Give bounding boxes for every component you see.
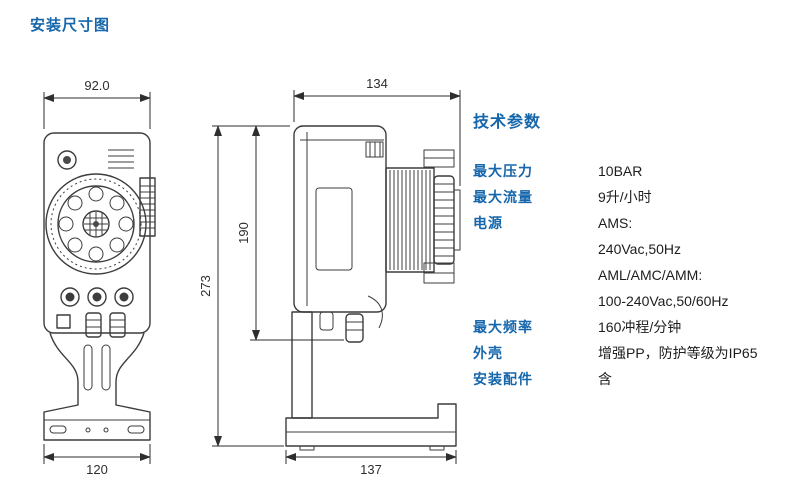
spec-row-max-flow: 最大流量 9升/小时 (473, 184, 803, 210)
specs-heading: 技术参数 (473, 114, 542, 131)
front-view-drawing (43, 132, 156, 441)
pump-body-front (43, 132, 151, 334)
mounting-bracket-front (43, 332, 151, 441)
spec-row-housing: 外壳 增强PP，防护等级为IP65 (473, 340, 803, 366)
spec-value: 含 (598, 371, 612, 387)
spec-row-mounting-kit: 安装配件 含 (473, 366, 803, 392)
side-base-depth-dimension: 137 (360, 462, 382, 477)
button-left-icon (60, 287, 80, 307)
spec-row-max-frequency: 最大频率 160冲程/分钟 (473, 314, 803, 340)
total-height-dimension: 273 (198, 275, 213, 297)
spec-label: 最大流量 (473, 189, 533, 205)
spec-row-power-cont-2: AML/AMC/AMM: (473, 262, 803, 288)
spec-row-max-pressure: 最大压力 10BAR (473, 158, 803, 184)
spec-label: 最大压力 (473, 163, 533, 179)
side-view-drawing (285, 125, 461, 451)
button-center-icon (87, 287, 107, 307)
tech-specs-panel: 技术参数 最大压力 10BAR 最大流量 9升/小时 电源 AMS: 240Va… (473, 108, 803, 392)
spec-value: 160冲程/分钟 (598, 319, 682, 335)
side-top-depth-dimension: 134 (366, 76, 388, 91)
dimension-drawing: 92.0 120 134 137 273 190 (43, 76, 461, 477)
spec-label: 外壳 (473, 345, 503, 361)
injection-valve (345, 313, 364, 343)
spec-row-power-cont-1: 240Vac,50Hz (473, 236, 803, 262)
base-foot-side (285, 403, 457, 447)
spec-label: 电源 (473, 215, 503, 231)
front-base-width-dimension: 120 (86, 462, 108, 477)
spec-row-power: 电源 AMS: (473, 210, 803, 236)
spec-row-power-cont-3: 100-240Vac,50/60Hz (473, 288, 803, 314)
dimension-labels: 92.0 120 134 137 273 190 (84, 76, 388, 477)
pump-head-dial (45, 173, 147, 275)
pump-body-side (293, 125, 387, 313)
spec-value: AMS: (598, 215, 633, 231)
dimension-lines (43, 90, 461, 464)
page-title: 安装尺寸图 (30, 17, 111, 34)
body-height-dimension: 190 (236, 222, 251, 244)
front-top-width-dimension: 92.0 (84, 78, 109, 93)
spec-value: 10BAR (598, 163, 643, 179)
spec-value: 增强PP，防护等级为IP65 (598, 345, 758, 361)
spec-label: 安装配件 (473, 371, 533, 387)
spec-value: 240Vac,50Hz (598, 241, 682, 257)
button-right-icon (114, 287, 134, 307)
support-plate-side (291, 311, 313, 419)
spec-value: AML/AMC/AMM: (598, 267, 703, 283)
spec-value: 100-240Vac,50/60Hz (598, 293, 729, 309)
motor-end-cap (433, 175, 455, 265)
spec-value: 9升/小时 (598, 189, 652, 205)
spec-label: 最大频率 (473, 319, 533, 335)
bleed-knob-icon (57, 150, 77, 170)
